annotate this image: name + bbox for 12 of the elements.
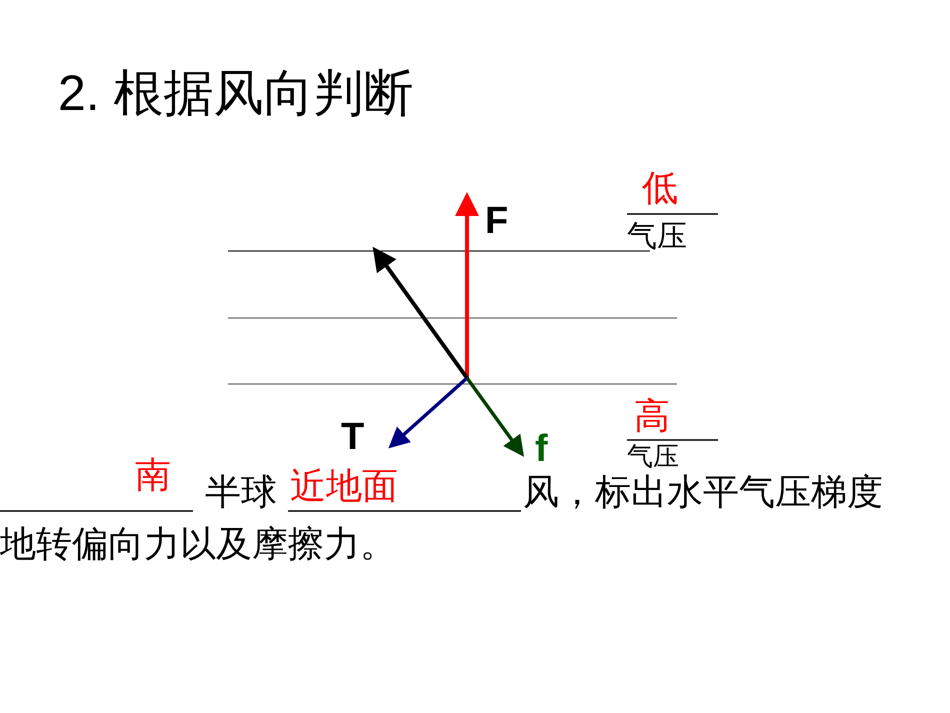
pressure-label: 气压	[627, 443, 679, 469]
force-label: F	[485, 202, 508, 240]
force-label: f	[535, 430, 548, 468]
answer-text: 南	[135, 457, 171, 493]
answer-text: 低	[642, 170, 678, 206]
title: 2. 根据风向判断	[58, 68, 414, 118]
answer-text: 高	[634, 398, 670, 434]
question-text: 半球	[205, 474, 277, 510]
force-label: T	[341, 418, 364, 456]
pressure-label: 气压	[627, 222, 687, 252]
answer-text: 近地面	[290, 468, 398, 504]
question-text: 风，标出水平气压梯度	[523, 474, 883, 510]
